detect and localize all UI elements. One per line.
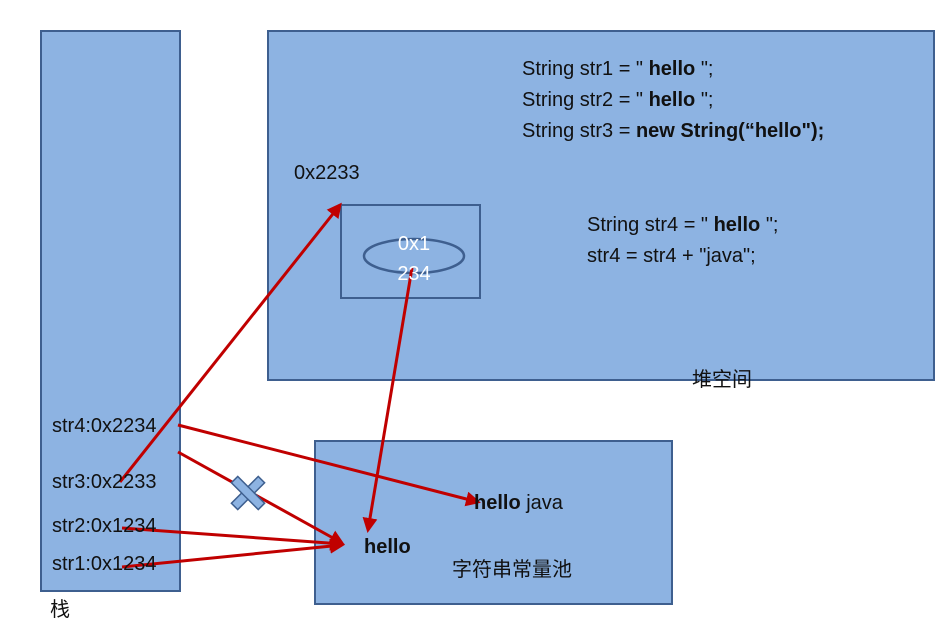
string-value-oval xyxy=(362,237,466,275)
arrow-str4-old-to-hello xyxy=(177,450,345,545)
stack-entry-str3: str3:0x2233 xyxy=(52,471,157,493)
arrow-str2-to-hello xyxy=(121,526,345,551)
code-line-str4-concat: str4 = str4 + "java"; xyxy=(587,245,756,267)
code-line-str3: String str3 = new String(“hello"); xyxy=(522,120,825,142)
code-block-2: String str4 = " hello "; str4 = str4 + "… xyxy=(587,210,778,272)
stack-entry-str4: str4:0x2234 xyxy=(52,415,157,437)
oval-text-line1: 0x1 xyxy=(397,233,431,255)
code-block-1: String str1 = " hello "; String str2 = "… xyxy=(522,54,824,147)
arrow-str3-to-heap-object xyxy=(118,202,342,483)
heap-object-address: 0x2233 xyxy=(294,162,360,184)
pool-label: 字符串常量池 xyxy=(452,559,572,581)
code-line-str1: String str1 = " hello "; xyxy=(522,58,714,80)
heap-label: 堆空间 xyxy=(692,369,752,391)
arrow-str1-to-hello xyxy=(121,538,345,569)
arrow-heap-value-to-hello xyxy=(362,267,414,533)
string-object-box xyxy=(340,204,481,299)
stack-box xyxy=(40,30,181,592)
code-line-str2: String str2 = " hello "; xyxy=(522,89,714,111)
cross-mark-icon xyxy=(230,475,266,511)
pool-hello-java: hello java xyxy=(474,492,563,514)
arrow-str4-to-hello-java xyxy=(177,423,481,507)
stack-label: 栈 xyxy=(50,599,70,621)
code-line-str4-assign: String str4 = " hello "; xyxy=(587,214,779,236)
stack-entry-str2: str2:0x1234 xyxy=(52,515,157,537)
stack-entry-str1: str1:0x1234 xyxy=(52,553,157,575)
oval-text-line2: 234 xyxy=(397,263,431,285)
pool-hello: hello xyxy=(364,536,411,558)
